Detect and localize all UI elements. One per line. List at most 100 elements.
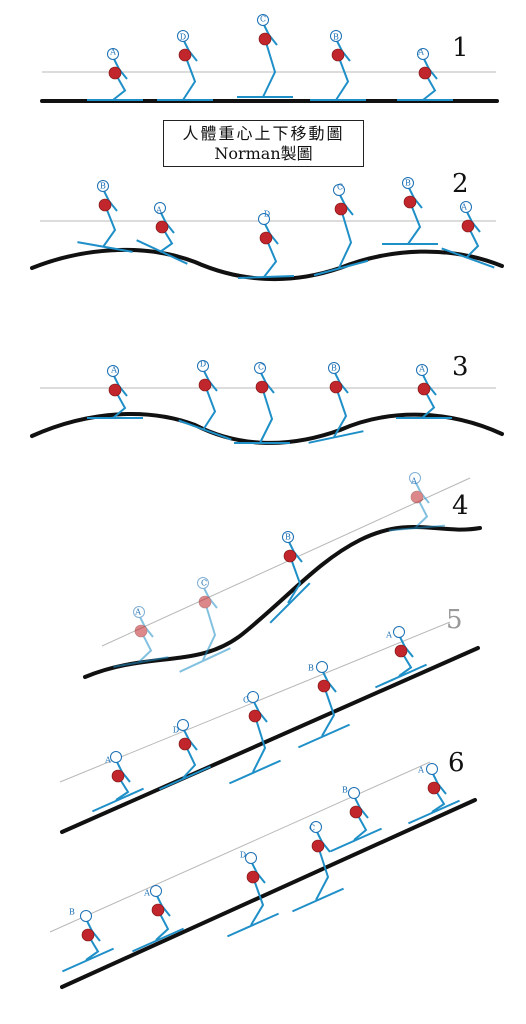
skier [77, 180, 133, 253]
center-of-mass-dot [155, 220, 169, 234]
panel-4-number: 4 [452, 491, 469, 521]
head-ring [460, 201, 472, 213]
skier-labels: A D C B A B A D C B A A D C B A A C B A … [69, 15, 467, 917]
skier-label: A [418, 365, 425, 374]
leg [414, 496, 429, 529]
skier [179, 577, 231, 673]
leg [202, 601, 217, 661]
leg [335, 54, 350, 101]
center-of-mass-dot [111, 769, 125, 783]
leg [315, 845, 330, 901]
skier [92, 751, 144, 813]
center-of-mass-dot [349, 805, 363, 819]
leg [321, 685, 336, 737]
ski [313, 259, 369, 277]
center-of-mass-dot [178, 48, 192, 62]
reference-line [49, 761, 431, 933]
leg [202, 384, 217, 431]
skier-label: C [260, 15, 266, 24]
skier-label: D [264, 210, 270, 219]
head-ring [80, 910, 92, 922]
center-of-mass-dot [81, 928, 95, 942]
center-of-mass-dot [417, 382, 431, 396]
center-of-mass-dot [178, 737, 192, 751]
skier [136, 202, 188, 265]
title-box: 人體重心上下移動圖 Norman製圖 [163, 120, 364, 167]
ski [408, 799, 460, 825]
skier [382, 177, 438, 245]
title-line-2: Norman製圖 [214, 143, 313, 163]
leg [102, 204, 117, 248]
head-ring [416, 364, 428, 376]
head-ring [282, 531, 294, 543]
skier [132, 885, 184, 953]
head-ring [316, 661, 328, 673]
ski [298, 723, 350, 749]
skier-label: A [417, 48, 424, 57]
head-ring [197, 577, 209, 589]
leg [252, 715, 267, 773]
ski [62, 947, 114, 973]
head-ring [348, 787, 360, 799]
skier-label: A [143, 889, 150, 898]
skier [227, 852, 279, 938]
skier-label: D [200, 360, 206, 369]
skier-label: D [173, 726, 179, 735]
leg [398, 650, 413, 677]
head-ring [245, 852, 257, 864]
skier-label: D [180, 33, 186, 42]
slope-line [83, 524, 482, 679]
skier-label: A [417, 766, 424, 775]
skier [62, 910, 114, 973]
leg [263, 237, 278, 278]
skier-label: A [410, 477, 417, 486]
leg [465, 225, 480, 259]
center-of-mass-dot [461, 219, 475, 233]
ski [229, 759, 281, 785]
ski [441, 247, 495, 269]
head-ring [177, 30, 189, 42]
skier-label: A [109, 48, 116, 57]
slope-line [60, 646, 480, 834]
leg [155, 909, 170, 941]
ski [375, 663, 427, 689]
slope-line [30, 247, 504, 282]
head-ring [409, 472, 421, 484]
head-ring [150, 885, 162, 897]
leg [262, 38, 277, 98]
center-of-mass-dot [151, 903, 165, 917]
skier-label: B [342, 786, 348, 795]
skier [157, 30, 213, 101]
leg [182, 743, 197, 779]
ski [136, 239, 188, 265]
ski [92, 787, 144, 813]
panel-1-number: 1 [452, 33, 469, 63]
leg [159, 226, 174, 253]
head-ring [417, 48, 429, 60]
panel-6-number: 6 [448, 748, 465, 778]
center-of-mass-dot [248, 709, 262, 723]
center-of-mass-dot [246, 870, 260, 884]
center-of-mass-dot [259, 231, 273, 245]
skier [313, 184, 369, 277]
leg [112, 72, 127, 101]
head-ring [110, 751, 122, 763]
center-of-mass-dot [311, 839, 325, 853]
center-of-mass-dot [134, 624, 148, 638]
skier-label: B [285, 533, 291, 542]
center-of-mass-dot [317, 679, 331, 693]
head-ring [97, 180, 109, 192]
title-line-1: 人體重心上下移動圖 [182, 123, 345, 143]
skier-label: A [134, 608, 141, 617]
leg [422, 72, 437, 101]
leg [112, 389, 127, 419]
head-ring [402, 177, 414, 189]
skier-label: C [258, 363, 264, 372]
skier-label: B [100, 182, 106, 191]
skier [237, 14, 293, 98]
skier [159, 719, 211, 791]
skier [310, 30, 366, 101]
center-of-mass-dot [394, 644, 408, 658]
ski [237, 275, 295, 279]
center-of-mass-dot [108, 383, 122, 397]
